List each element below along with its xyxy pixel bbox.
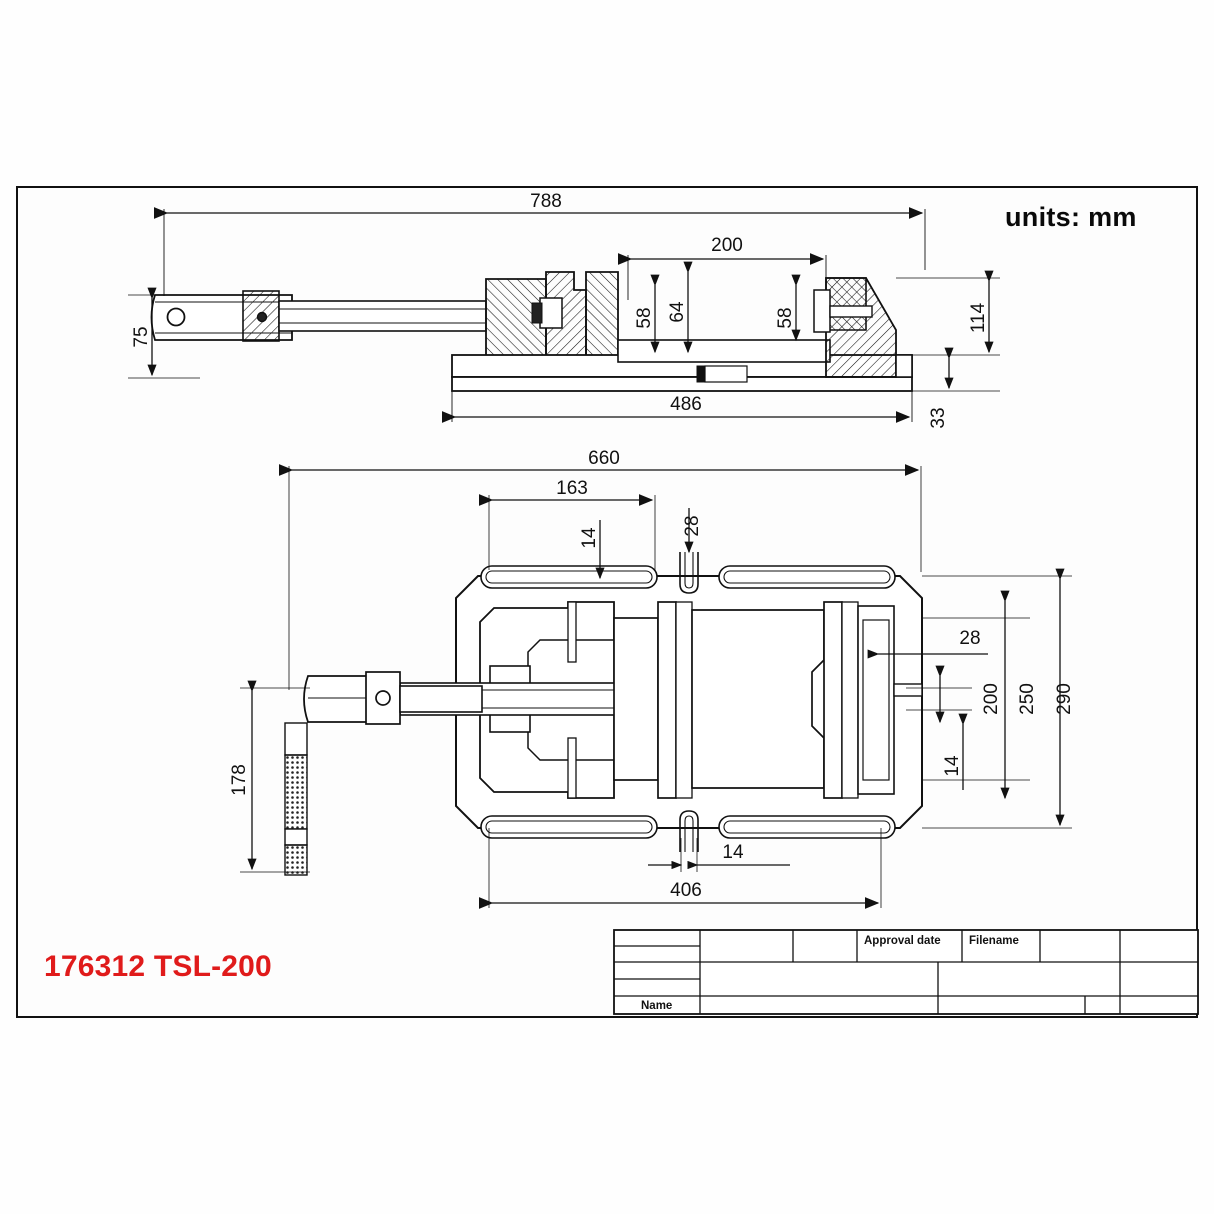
drawing-border [16, 186, 1198, 1018]
units-label: units: mm [1005, 202, 1137, 232]
part-number-label: 176312 TSL-200 [44, 950, 272, 983]
